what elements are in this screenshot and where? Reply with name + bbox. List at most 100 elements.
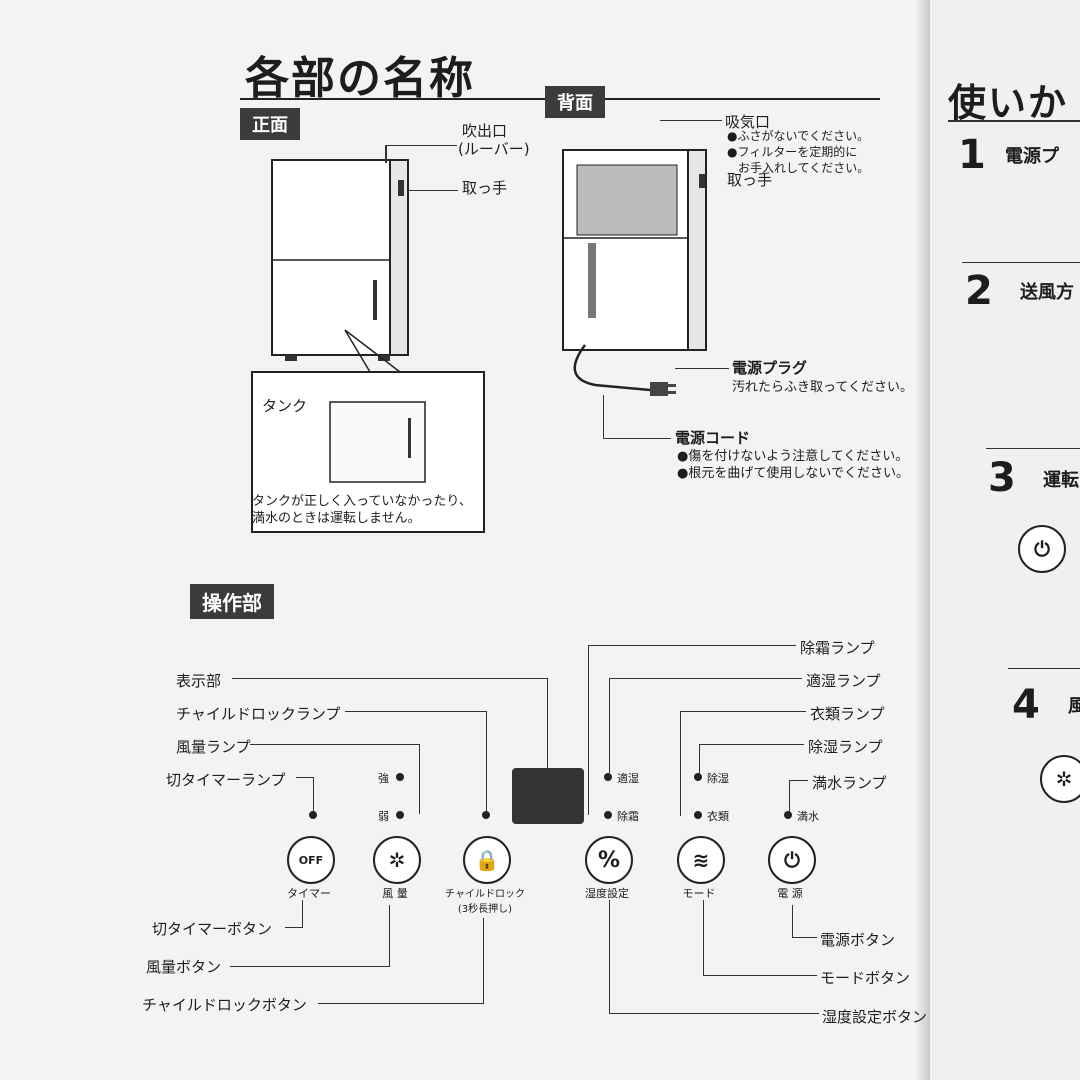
lamp-defrost bbox=[604, 811, 612, 819]
leader-line bbox=[789, 780, 790, 812]
timer-button-label: タイマー bbox=[287, 887, 331, 900]
humidity-button-label: 湿度設定 bbox=[585, 887, 629, 900]
lamp-full bbox=[784, 811, 792, 819]
lamp-clothes bbox=[694, 811, 702, 819]
leader-line bbox=[285, 927, 303, 928]
leader-line bbox=[699, 744, 700, 774]
leader-line bbox=[789, 780, 808, 781]
leader-line bbox=[792, 905, 793, 938]
humidity-button[interactable]: % bbox=[585, 836, 633, 884]
fan-button[interactable]: ✲ bbox=[373, 836, 421, 884]
mode-button[interactable]: ≋ bbox=[677, 836, 725, 884]
leader-line bbox=[313, 777, 314, 812]
section-front-tag: 正面 bbox=[240, 108, 300, 140]
leader-line bbox=[385, 145, 457, 146]
leader-line bbox=[609, 678, 802, 679]
label-cord: 電源コード bbox=[675, 429, 751, 447]
leader-line bbox=[680, 711, 681, 816]
section-back-tag: 背面 bbox=[545, 86, 605, 118]
lamp-strong-label: 強 bbox=[378, 772, 389, 785]
step-2-number: 2 bbox=[965, 268, 993, 314]
leader-line bbox=[603, 395, 604, 439]
mode-wave-icon: ≋ bbox=[692, 848, 710, 872]
leader-line bbox=[703, 900, 704, 976]
label-dehumid-lamp: 除湿ランプ bbox=[808, 738, 883, 756]
mode-button-label: モード bbox=[682, 887, 716, 900]
step-3-text: 運転 bbox=[1043, 470, 1079, 491]
child-lock-button-label: チャイルドロック bbox=[445, 889, 525, 900]
label-fan-lamp: 風量ランプ bbox=[176, 738, 251, 756]
label-tank: タンク bbox=[262, 397, 308, 415]
label-front-handle: 取っ手 bbox=[462, 179, 508, 197]
back-unit-drawing bbox=[562, 149, 707, 351]
step-divider bbox=[962, 262, 1080, 263]
leader-line bbox=[486, 711, 487, 811]
intake-note-2: ●フィルターを定期的に bbox=[727, 145, 858, 159]
label-humidity-button: 湿度設定ボタン bbox=[822, 1008, 928, 1026]
child-lock-button[interactable]: 🔒 bbox=[463, 836, 511, 884]
label-outlet: 吹出口 bbox=[462, 122, 508, 140]
leader-line bbox=[389, 905, 390, 967]
leader-line bbox=[296, 777, 314, 778]
fan-icon: ✲ bbox=[388, 848, 406, 872]
intake-note-3: お手入れしてください。 bbox=[738, 161, 870, 175]
tank-callout bbox=[251, 329, 485, 533]
leader-line bbox=[318, 1003, 484, 1004]
lamp-optimal-label: 適湿 bbox=[617, 772, 639, 785]
label-louver: (ルーバー) bbox=[458, 140, 530, 158]
leader-line bbox=[603, 438, 671, 439]
label-power-button: 電源ボタン bbox=[820, 931, 896, 949]
leader-line bbox=[699, 744, 804, 745]
plug-note: 汚れたらふき取ってください。 bbox=[732, 380, 913, 395]
lamp-timer bbox=[309, 811, 317, 819]
lamp-strong bbox=[396, 773, 404, 781]
leader-line bbox=[609, 678, 610, 773]
lamp-full-label: 満水 bbox=[797, 810, 819, 823]
lamp-dehumid-label: 除湿 bbox=[707, 772, 729, 785]
intake-note-1: ●ふさがないでください。 bbox=[727, 129, 870, 143]
display-panel bbox=[512, 768, 584, 824]
leader-line bbox=[609, 900, 610, 1014]
leader-line bbox=[385, 145, 387, 163]
lock-icon: 🔒 bbox=[474, 848, 500, 872]
right-title-rule bbox=[948, 120, 1080, 122]
leader-line bbox=[703, 975, 817, 976]
page-title: 各部の名称 bbox=[245, 53, 475, 104]
lamp-clothes-label: 衣類 bbox=[707, 810, 729, 823]
fan-button-label: 風 量 bbox=[382, 887, 408, 900]
leader-line bbox=[660, 120, 722, 121]
label-plug: 電源プラグ bbox=[732, 359, 808, 377]
label-full-lamp: 満水ランプ bbox=[812, 774, 887, 792]
step-2-text: 送風方 bbox=[1020, 282, 1074, 303]
lamp-weak-label: 弱 bbox=[378, 810, 389, 823]
leader-line bbox=[230, 966, 390, 967]
right-page-title: 使いか bbox=[948, 81, 1069, 125]
leader-line bbox=[408, 190, 458, 191]
step-4-fan-icon: ✲ bbox=[1040, 755, 1080, 803]
lamp-optimal bbox=[604, 773, 612, 781]
timer-button[interactable]: OFF bbox=[287, 836, 335, 884]
label-child-lock-lamp: チャイルドロックランプ bbox=[176, 705, 341, 723]
step-1-text: 電源プ bbox=[1005, 146, 1059, 167]
leader-line bbox=[588, 645, 796, 646]
power-button[interactable]: ⏻ bbox=[768, 836, 816, 884]
label-fan-button: 風量ボタン bbox=[146, 958, 222, 976]
section-controls-tag: 操作部 bbox=[190, 584, 274, 619]
leader-line bbox=[675, 368, 729, 369]
leader-line bbox=[547, 678, 548, 768]
label-defrost-lamp: 除霜ランプ bbox=[800, 639, 875, 657]
power-icon: ⏻ bbox=[784, 848, 800, 872]
leader-line bbox=[232, 678, 548, 679]
lamp-dehumid bbox=[694, 773, 702, 781]
step-3-number: 3 bbox=[988, 455, 1016, 501]
step-divider bbox=[986, 448, 1080, 449]
label-timer-lamp: 切タイマーランプ bbox=[166, 771, 286, 789]
label-mode-button: モードボタン bbox=[820, 969, 911, 987]
leader-line bbox=[419, 744, 420, 814]
child-lock-button-sublabel: (3秒長押し) bbox=[457, 904, 513, 915]
step-4-number: 4 bbox=[1012, 682, 1040, 728]
power-cord-drawing bbox=[573, 344, 676, 396]
step-divider bbox=[1008, 668, 1080, 669]
label-timer-button: 切タイマーボタン bbox=[152, 920, 273, 938]
label-clothes-lamp: 衣類ランプ bbox=[810, 705, 885, 723]
